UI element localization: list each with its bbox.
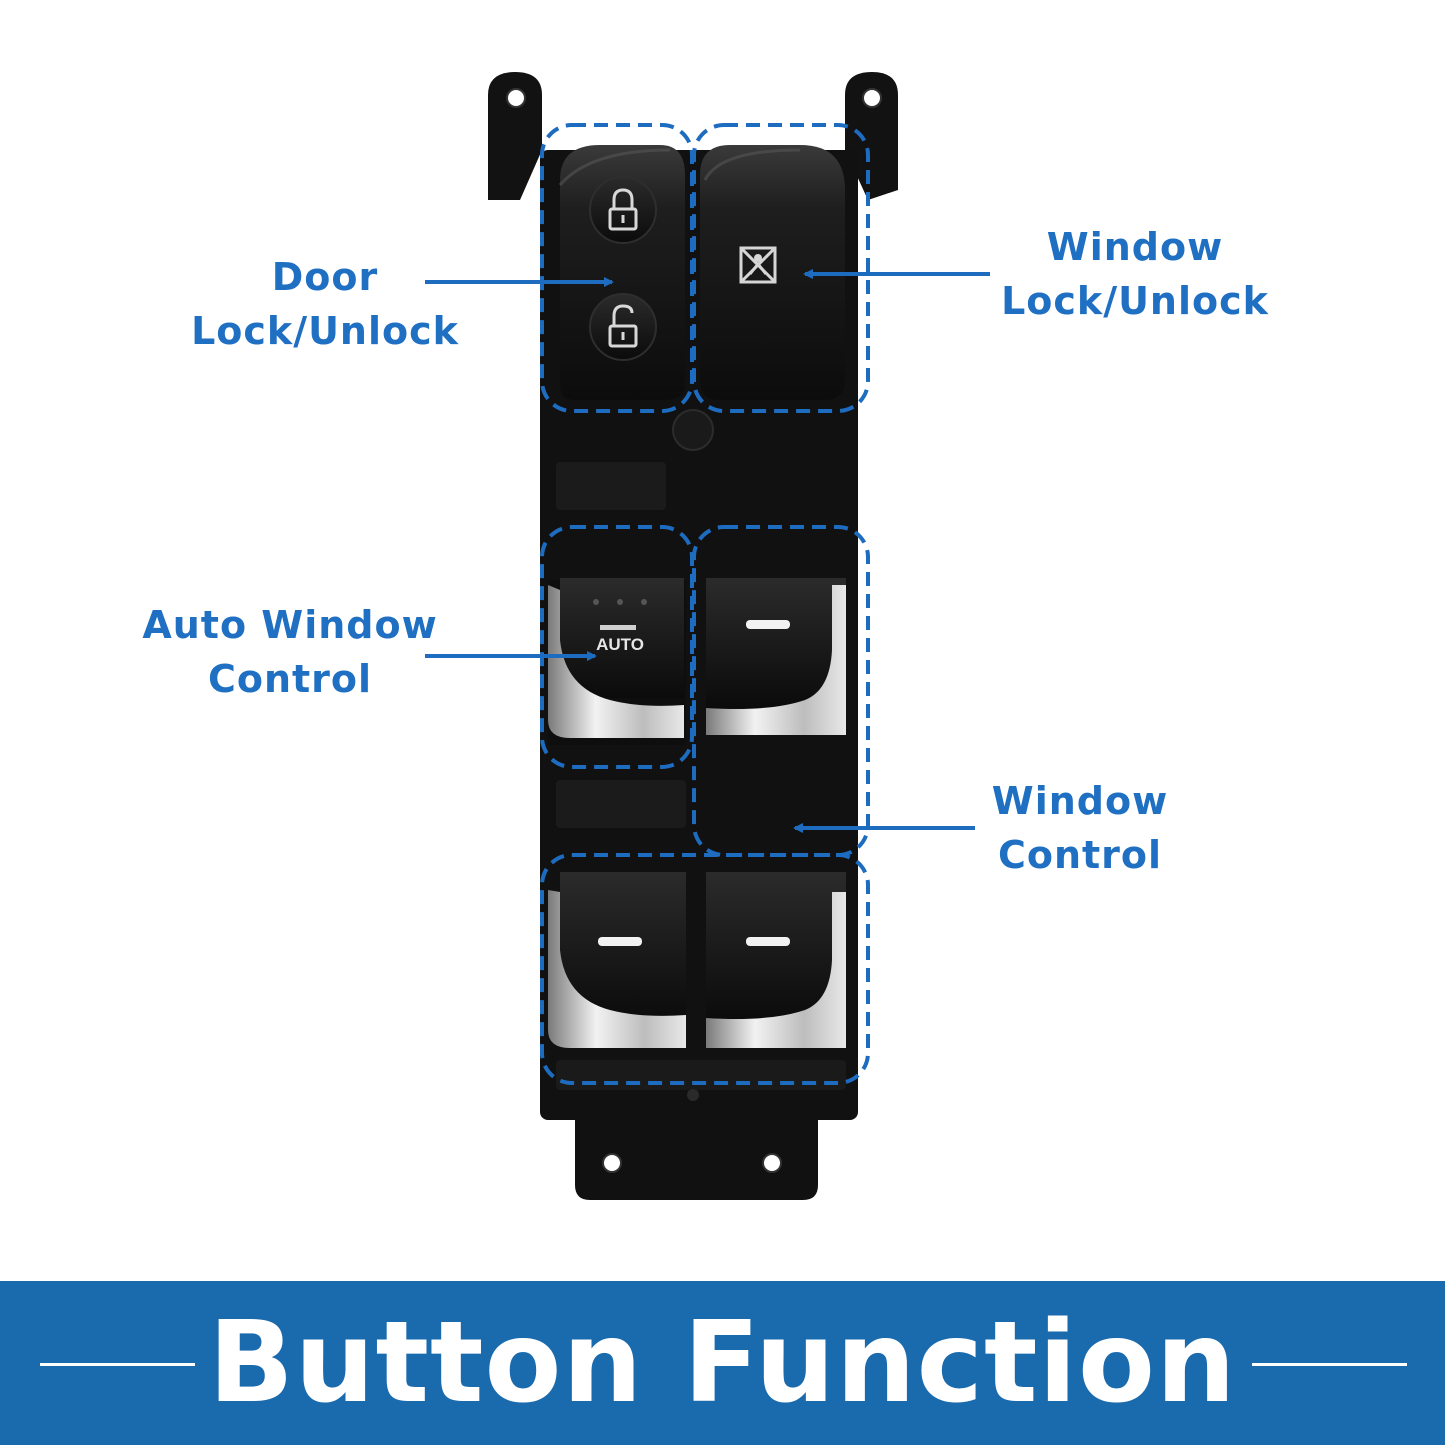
window-indicator-lower-right [746,937,790,946]
door-lock-label-line-1: Door [271,255,379,299]
window-switch-lower-left [548,872,686,1048]
banner-line-left [40,1363,195,1366]
window-switch-upper-right [706,578,846,735]
auto-window-switch: AUTO [548,578,686,745]
window-indicator-lower-left [598,937,642,946]
window-control-label-line-1: Window [991,779,1169,823]
door-lock-switch [558,145,685,400]
window-lock-label: Window Lock/Unlock [975,220,1295,328]
auto-window-label-line-2: Control [207,657,373,701]
window-control-label-line-2: Control [997,833,1163,877]
lower-recess [556,780,686,828]
auto-indicator-dots [593,599,647,605]
window-lock-outline [692,123,870,413]
callout-arrows [425,269,990,833]
window-control-label: Window Control [955,774,1205,882]
auto-window-label-line-1: Auto Window [142,603,438,647]
auto-indicator-bar [600,625,636,630]
auto-text: AUTO [596,635,644,654]
lower-window-outline [540,853,870,1085]
window-lock-switch [700,145,845,400]
lock-open-icon [608,304,638,348]
top-right-screw-hole [862,88,882,108]
bottom-left-screw-hole [602,1153,622,1173]
window-indicator-upper-right [746,620,790,629]
banner-line-right [1252,1363,1407,1366]
bottom-indent [687,1089,699,1101]
window-lock-label-line-1: Window [1046,225,1224,269]
door-lock-label: Door Lock/Unlock [175,250,475,358]
lock-closed-icon [608,188,638,231]
top-left-screw-hole [506,88,526,108]
center-knob [672,409,714,451]
bottom-right-screw-hole [762,1153,782,1173]
middle-recess [556,462,666,510]
callout-outlines [540,123,870,1085]
top-left-ear [488,72,542,200]
bottom-tab [575,1110,818,1200]
auto-window-label: Auto Window Control [130,598,450,706]
top-right-ear [845,72,898,200]
window-lock-label-line-2: Lock/Unlock [1001,279,1269,323]
window-switch-lower-right [706,872,846,1048]
title-banner: Button Function [0,1281,1445,1445]
banner-title: Button Function [208,1298,1237,1428]
door-lock-label-line-2: Lock/Unlock [191,309,459,353]
window-lock-icon [739,246,777,284]
bottom-rail [556,1060,846,1090]
